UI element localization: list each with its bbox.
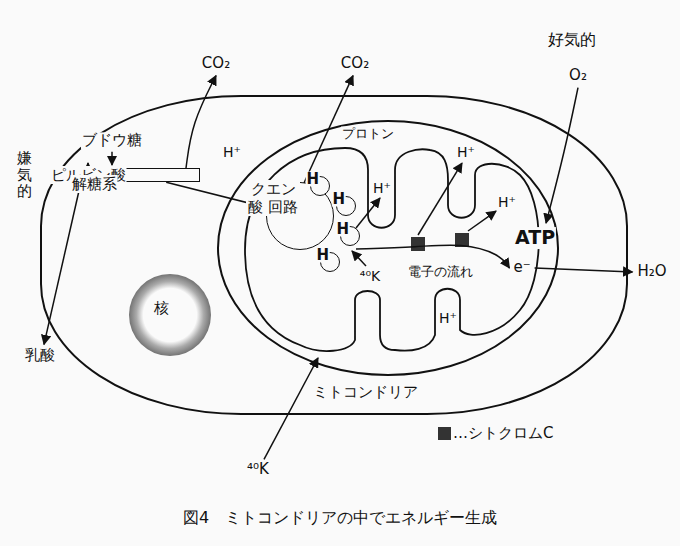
illustration-arrows — [44, 76, 632, 460]
node-text: ミトコンドリア — [312, 383, 419, 402]
label: H⁺ — [222, 144, 242, 160]
label: プロトン — [341, 127, 395, 142]
label: ⁴⁰K — [359, 268, 381, 284]
node-text: クエン酸 回路 — [246, 180, 300, 216]
arrow — [356, 198, 380, 228]
node-text: H — [315, 247, 330, 262]
legend-entry: …シトクロムC — [438, 424, 553, 443]
arrow — [535, 268, 633, 272]
caption: 図4 ミトコンドリアの中でエネルギー生成 — [183, 508, 497, 529]
node-text: H — [305, 171, 320, 186]
arrow — [418, 163, 462, 235]
inner-membrane-cristae — [245, 148, 539, 351]
arrow — [264, 358, 318, 459]
cell-outline-path — [41, 96, 627, 414]
label: H⁺ — [372, 180, 392, 196]
label: e⁻ — [512, 259, 531, 276]
label: H₂O — [636, 263, 667, 280]
mitochondrion-outer-membrane — [218, 121, 558, 375]
label: 嫌気的 — [16, 150, 33, 200]
label: ATP — [514, 227, 556, 249]
label: 電子の流れ — [407, 265, 474, 280]
hydrogen-circle: H — [340, 226, 360, 246]
label: 乳酸 — [24, 347, 56, 364]
node-text: H — [335, 221, 350, 236]
label: ブドウ糖 — [81, 132, 143, 149]
label: H⁺ — [438, 310, 458, 326]
node-text: 核 — [153, 300, 170, 315]
glycolysis-box: ブドウ糖ピルビン酸解糖系 — [75, 168, 200, 182]
arrow — [546, 88, 578, 223]
cytochrome-c — [411, 237, 425, 251]
node-text: H — [331, 191, 346, 206]
label: H⁺ — [456, 144, 476, 160]
arrow — [186, 76, 216, 168]
label: H⁺ — [497, 194, 517, 210]
hydrogen-circle: H — [320, 252, 340, 272]
arrow — [468, 211, 496, 231]
hydrogen-circle: H — [310, 176, 330, 196]
hydrogen-circle: H — [336, 196, 356, 216]
label: ⁴⁰K — [246, 461, 270, 478]
arrow — [111, 152, 113, 165]
label: CO₂ — [201, 55, 231, 72]
nucleus: 核 — [129, 274, 211, 356]
label: CO₂ — [340, 55, 370, 72]
label: 好気的 — [547, 31, 597, 49]
legend-text: …シトクロムC — [453, 424, 553, 443]
arrow — [352, 251, 366, 266]
legend-swatch — [438, 427, 451, 440]
label: O₂ — [568, 67, 588, 84]
node-text: 解糖系 — [71, 175, 118, 193]
